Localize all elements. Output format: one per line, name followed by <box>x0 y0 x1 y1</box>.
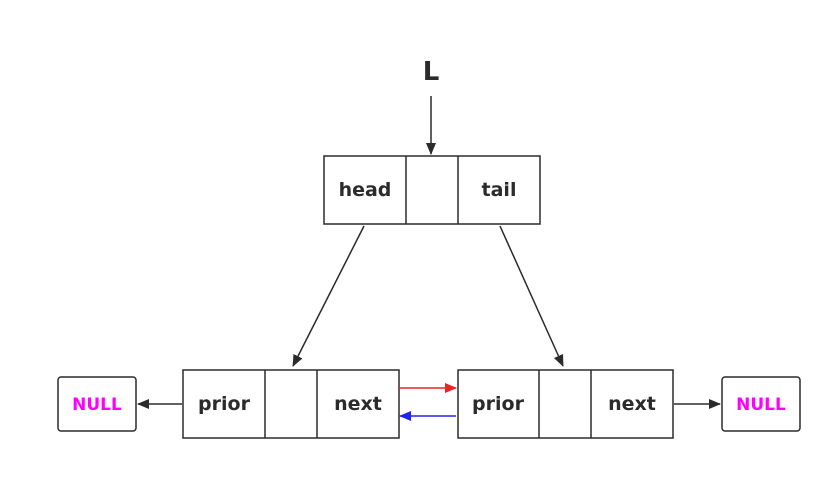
right-node-next-field: next <box>608 393 656 415</box>
tail-field: tail <box>482 179 517 201</box>
left-node-next-field: next <box>334 393 382 415</box>
head-field: head <box>339 179 392 201</box>
left-node-box <box>182 369 400 439</box>
right-node-box <box>457 369 674 439</box>
null-label-left: NULL <box>72 395 122 415</box>
list-node-box <box>323 155 541 225</box>
right-node: prior next <box>457 369 674 439</box>
right-node-prior-field: prior <box>472 393 525 415</box>
left-node: prior next <box>182 369 400 439</box>
null-label-right: NULL <box>736 395 786 415</box>
null-box-left <box>57 376 137 432</box>
null-box-right <box>721 376 801 432</box>
tail-arrow <box>499 225 564 367</box>
list-node: head tail <box>323 155 541 225</box>
left-node-prior-field: prior <box>198 393 251 415</box>
pointer-label: L <box>423 57 440 87</box>
head-arrow <box>292 225 365 367</box>
